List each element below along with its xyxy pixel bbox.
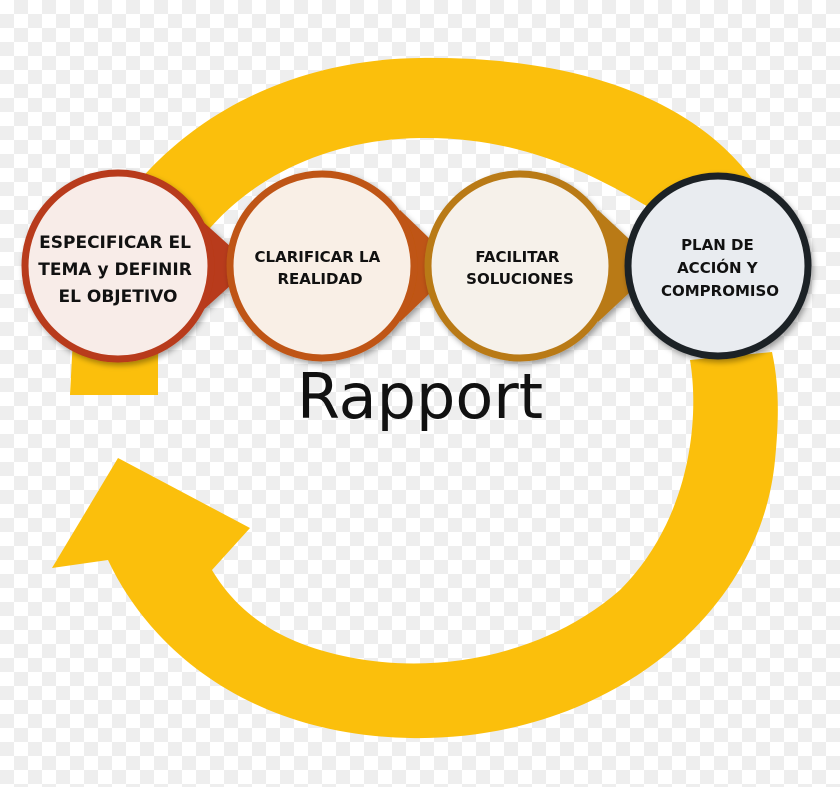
step-3-line-2: SOLUCIONES (466, 270, 574, 288)
step-4-line-1: PLAN DE (681, 236, 754, 254)
step-1 (21, 169, 252, 363)
step-2-line-2: REALIDAD (277, 270, 362, 288)
step-2-line-1: CLARIFICAR LA (255, 248, 381, 266)
step-1-line-1: ESPECIFICAR EL (39, 233, 191, 253)
cycle-arrow (52, 57, 778, 739)
step-1-line-2: TEMA y DEFINIR (38, 260, 192, 280)
step-1-circle (21, 169, 215, 363)
step-2-label: CLARIFICAR LA REALIDAD (255, 248, 386, 288)
step-4-line-3: COMPROMISO (661, 282, 779, 300)
step-3-label: FACILITAR SOLUCIONES (466, 248, 574, 288)
step-2-circle (226, 170, 418, 362)
step-1-label: ESPECIFICAR EL TEMA y DEFINIR EL OBJETIV… (38, 233, 197, 307)
step-4-label: PLAN DE ACCIÓN Y COMPROMISO (661, 236, 779, 300)
cycle-arrow-top-arc (70, 57, 760, 395)
step-2 (226, 170, 458, 362)
step-4 (624, 172, 812, 360)
step-3-circle (424, 170, 616, 362)
center-label: Rapport (297, 360, 543, 433)
cycle-arrow-bottom-arc (52, 352, 778, 739)
step-3-line-1: FACILITAR (475, 248, 560, 266)
step-1-line-3: EL OBJETIVO (59, 287, 178, 307)
step-4-circle (624, 172, 812, 360)
step-4-line-2: ACCIÓN Y (677, 258, 759, 277)
step-3 (424, 170, 658, 362)
